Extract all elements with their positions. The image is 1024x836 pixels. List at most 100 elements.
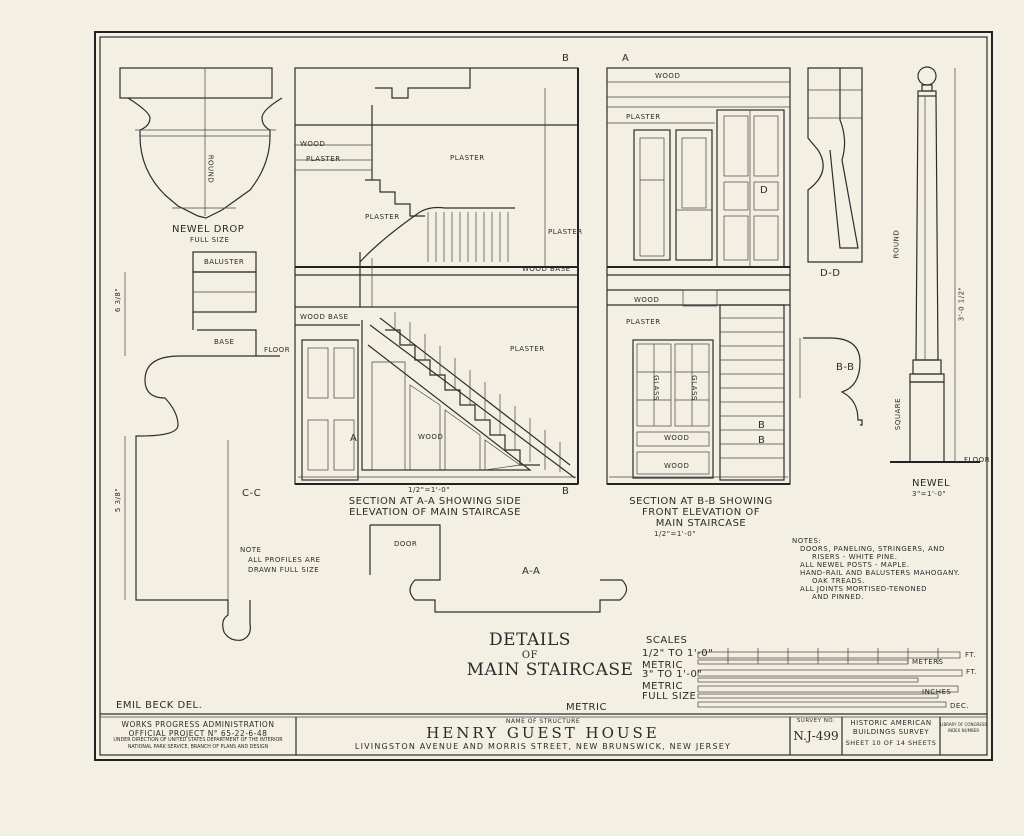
aa-plaster-label-5: PLASTER <box>510 345 545 353</box>
aa-cut-a-label: A <box>350 433 358 444</box>
habs-line-1: HISTORIC AMERICAN <box>850 719 932 727</box>
profile-note-line-2: ALL PROFILES ARE <box>248 556 321 564</box>
bb-caption-line-3: MAIN STAIRCASE <box>655 518 747 529</box>
floor-label: FLOOR <box>264 346 291 354</box>
section-bb-drawing <box>606 67 791 485</box>
aa-plaster-label-4: PLASTER <box>548 228 583 236</box>
bb-plaster-label-2: PLASTER <box>626 318 661 326</box>
aa-wood-base-label-2: WOOD BASE <box>522 265 571 273</box>
aa-wood-label-2: WOOD <box>418 433 444 441</box>
notes-line-6: OAK TREADS. <box>812 577 865 585</box>
bb-d-label: D <box>760 185 769 196</box>
notes-line-8: AND PINNED. <box>812 593 864 601</box>
delineator: EMIL BECK DEL. <box>116 700 203 711</box>
aa-cut-b-label-top: B <box>562 53 570 64</box>
notes-line-2: DOORS, PANELING, STRINGERS, AND <box>800 545 945 553</box>
newel-drop-scale: FULL SIZE <box>190 236 230 244</box>
newel-drop-round-label: ROUND <box>206 154 215 184</box>
bb-cut-a-label: A <box>622 53 630 64</box>
aa-scale-label: 1/2"=1'-0" <box>408 486 450 494</box>
aa-plan-label: A-A <box>522 566 541 577</box>
profile-note-line-1: NOTE <box>240 546 262 554</box>
bb-glass-label-2: GLASS <box>689 375 698 401</box>
scale-row-5: FULL SIZE <box>642 691 697 702</box>
scale-bars <box>697 648 963 708</box>
newel-drop-label: NEWEL DROP <box>172 224 245 235</box>
sheet-number: SHEET 10 OF 14 SHEETS <box>845 739 937 747</box>
baluster-label: BALUSTER <box>204 258 245 266</box>
cc-section-label: C-C <box>242 488 262 499</box>
dd-section-label: D-D <box>820 268 841 279</box>
inner-border <box>99 36 988 756</box>
cc-dimension-upper: 6 3/8" <box>114 287 123 313</box>
scale-unit-ft-1: FT. <box>965 651 977 659</box>
notes-line-1: NOTES: <box>792 537 822 545</box>
newel-drop-drawing <box>119 67 283 219</box>
aa-plaster-label-2: PLASTER <box>450 154 485 162</box>
scale-row-2: METRIC <box>642 660 683 671</box>
notes-line-7: ALL JOINTS MORTISED-TENONED <box>800 585 928 593</box>
cc-profile-drawing <box>124 251 280 641</box>
scale-unit-inches: INCHES <box>922 688 952 696</box>
habs-line-2: BUILDINGS SURVEY <box>852 728 930 736</box>
scale-row-1: 1/2" TO 1'-0" <box>642 648 714 659</box>
bb-section-label: B-B <box>836 362 855 373</box>
newel-height-dimension: 3'-0 1/2" <box>957 286 966 322</box>
base-label: BASE <box>214 338 235 346</box>
aa-cut-b-label-bottom: B <box>562 486 570 497</box>
newel-post-drawing <box>890 66 980 463</box>
newel-round-label: ROUND <box>892 229 901 259</box>
structure-name-label: NAME OF STRUCTURE <box>505 718 581 725</box>
profile-note-line-3: DRAWN FULL SIZE <box>248 566 320 574</box>
bb-wood-label-1: WOOD <box>655 72 681 80</box>
newel-square-label: SQUARE <box>894 397 903 431</box>
door-label: DOOR <box>394 540 418 548</box>
wpa-line-4: NATIONAL PARK SERVICE, BRANCH OF PLANS A… <box>127 745 269 750</box>
bb-glass-label-1: GLASS <box>651 375 660 401</box>
library-line-2: INDEX NUMBER <box>947 728 980 733</box>
scales-header: SCALES <box>646 635 688 646</box>
wpa-line-3: UNDER DIRECTION OF UNITED STATES DEPARTM… <box>113 738 283 743</box>
sheet-title-line-1: DETAILS <box>489 630 571 650</box>
wpa-line-1: WORKS PROGRESS ADMINISTRATION <box>121 720 275 729</box>
scale-unit-ft-2: FT. <box>966 668 978 676</box>
sheet-title-line-3: MAIN STAIRCASE <box>466 660 634 680</box>
scale-row-4: METRIC <box>642 681 683 692</box>
aa-plaster-label-3: PLASTER <box>365 213 400 221</box>
scale-row-6: METRIC <box>566 702 607 713</box>
aa-caption-line-1: SECTION AT A-A SHOWING SIDE <box>348 496 522 507</box>
newel-floor-label: FLOOR <box>964 456 991 464</box>
scale-unit-meters: METERS <box>912 658 944 666</box>
aa-wood-base-label: WOOD BASE <box>300 313 349 321</box>
bb-b-label-1: B <box>758 420 766 431</box>
bb-caption-line-1: SECTION AT B-B SHOWING <box>629 496 773 507</box>
bb-wood-label-4: WOOD <box>664 462 690 470</box>
newel-scale: 3"=1'-0" <box>912 490 947 498</box>
notes-line-4: ALL NEWEL POSTS - MAPLE. <box>800 561 910 569</box>
structure-name: HENRY GUEST HOUSE <box>426 724 660 742</box>
aa-caption-line-2: ELEVATION OF MAIN STAIRCASE <box>349 507 521 518</box>
survey-number: N.J-499 <box>793 729 839 743</box>
dd-profile-drawing <box>807 67 863 263</box>
scale-unit-dec: DEC. <box>950 702 969 710</box>
bb-wood-label-2: WOOD <box>634 296 660 304</box>
bb-scale-label: 1/2"=1'-0" <box>654 530 696 538</box>
cc-dimension-lower: 5 3/8" <box>114 487 123 513</box>
bb-profile-drawing <box>803 337 863 426</box>
notes-line-5: HAND-RAIL AND BALUSTERS MAHOGANY. <box>800 569 960 577</box>
notes-line-3: RISERS - WHITE PINE. <box>812 553 898 561</box>
aa-plaster-label-1: PLASTER <box>306 155 341 163</box>
bb-b-label-2: B <box>758 435 766 446</box>
newel-label: NEWEL <box>912 478 951 489</box>
survey-number-label: SURVEY NO. <box>796 718 836 724</box>
aa-plan-drawing <box>369 524 628 613</box>
wpa-line-2: OFFICIAL PROJECT N° 65-22-6-48 <box>128 729 268 738</box>
bb-caption-line-2: FRONT ELEVATION OF <box>641 507 761 518</box>
section-aa-drawing <box>294 67 579 485</box>
library-line-1: LIBRARY OF CONGRESS <box>940 722 987 727</box>
aa-wood-label-1: WOOD <box>300 140 326 148</box>
outer-border <box>94 31 993 761</box>
bb-plaster-label-1: PLASTER <box>626 113 661 121</box>
